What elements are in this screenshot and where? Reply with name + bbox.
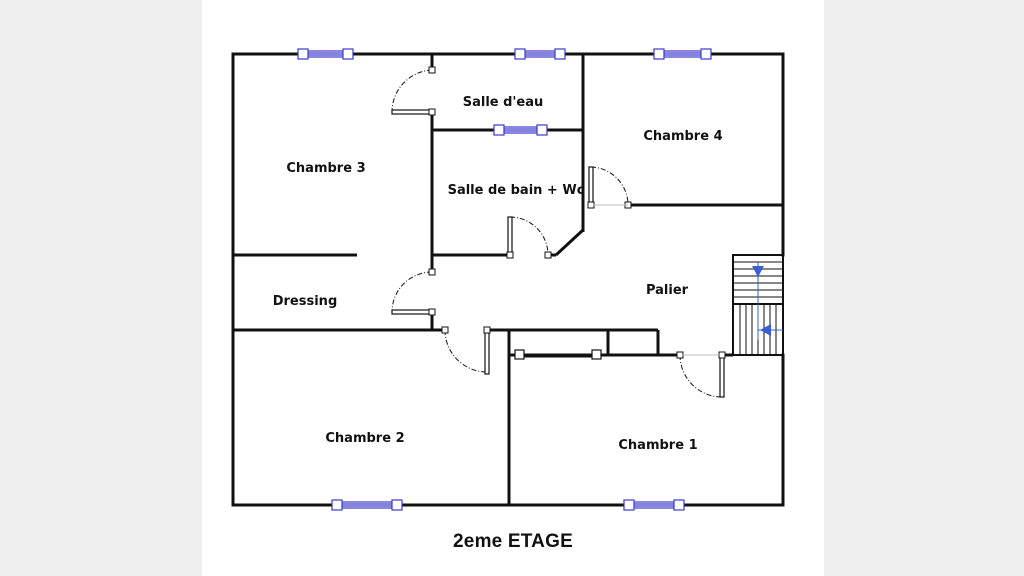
room-label-chambre-1: Chambre 1 [618,438,697,453]
stair-arrow-down-icon [752,262,764,340]
window [514,349,602,360]
plan-sheet [202,0,824,576]
window [514,48,566,60]
room-labels: Salle d'eau Chambre 4 Chambre 3 Salle de… [273,95,723,453]
stair-arrow-left-icon [758,324,783,336]
interior-walls [233,54,783,505]
door-dressing [391,268,436,316]
door-salle-de-bain [506,216,552,259]
window [331,499,403,511]
door-chambre-1 [676,351,726,398]
room-label-palier: Palier [646,283,689,298]
wall [554,228,585,257]
room-label-salle-de-bain-wc: Salle de bain + Wc [448,183,585,198]
door-chambre-2 [441,326,491,375]
room-label-salle-d-eau: Salle d'eau [463,95,544,110]
staircase [732,254,784,356]
room-label-dressing: Dressing [273,294,338,309]
door-chambre-4 [587,166,632,209]
window [297,48,354,60]
window [653,48,712,60]
door-chambre-3 [391,66,436,116]
plan-caption: 2eme ETAGE [453,531,573,552]
windows [297,48,712,511]
doors [391,66,726,398]
room-label-chambre-2: Chambre 2 [325,431,404,446]
room-label-chambre-4: Chambre 4 [643,129,722,144]
room-label-chambre-3: Chambre 3 [286,161,365,176]
window [623,499,685,511]
window [493,124,548,136]
